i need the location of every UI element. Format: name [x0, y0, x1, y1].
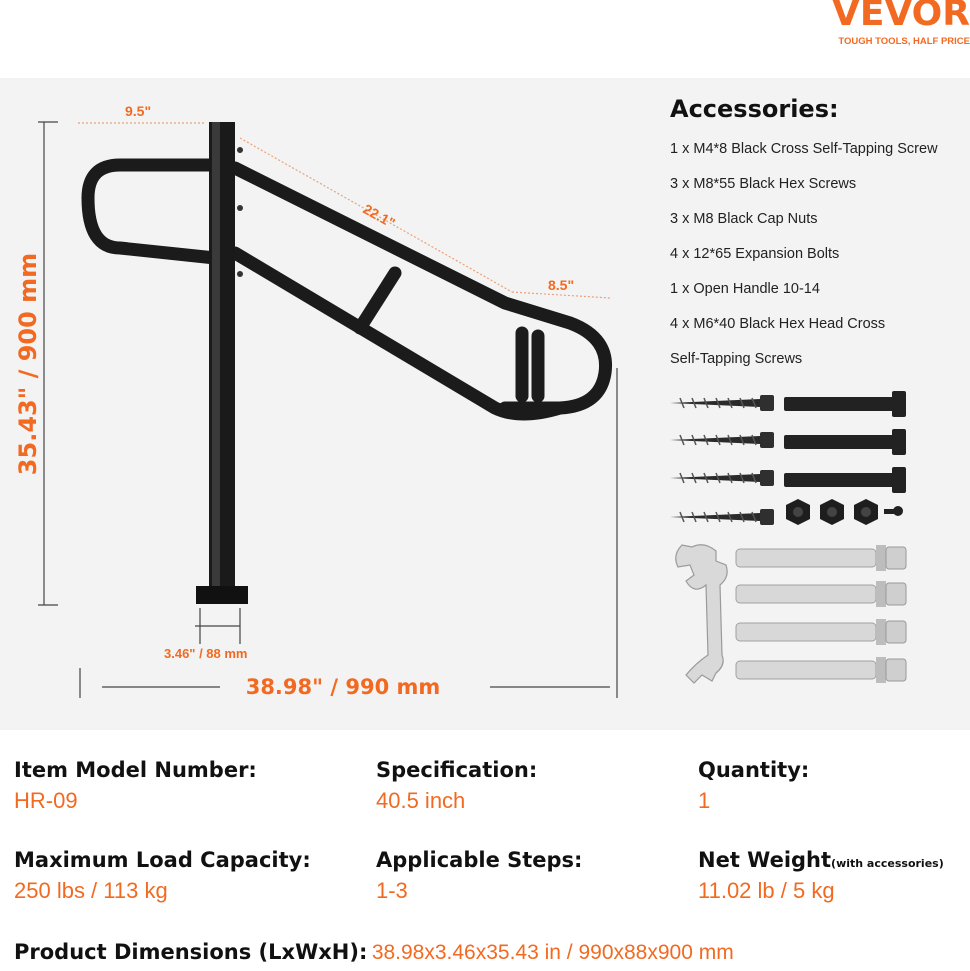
- spec-steps: Applicable Steps: 1-3: [376, 848, 582, 904]
- dim-base: 3.46" / 88 mm: [164, 646, 248, 661]
- handrail-diagram: 9.5" 22.1" 8.5" 35.43" / 900 mm 3.46" / …: [14, 103, 618, 699]
- accessories-title: Accessories:: [670, 95, 839, 123]
- spec-weight: Net Weight(with accessories) 11.02 lb / …: [698, 848, 944, 904]
- spec-value: 40.5 inch: [376, 788, 466, 813]
- spec-quantity: Quantity: 1: [698, 758, 809, 814]
- spec-specification: Specification: 40.5 inch: [376, 758, 537, 814]
- accessory-item: 4 x 12*65 Expansion Bolts: [670, 246, 840, 262]
- spec-value: 11.02 lb / 5 kg: [698, 878, 835, 903]
- accessory-item: 4 x M6*40 Black Hex Head Cross: [670, 316, 886, 332]
- accessory-item: 3 x M8*55 Black Hex Screws: [670, 176, 857, 192]
- expansion-bolt-icon: [735, 545, 907, 683]
- dim-height: 35.43" / 900 mm: [14, 253, 42, 475]
- accessory-item: 3 x M8 Black Cap Nuts: [670, 211, 818, 227]
- spec-value: HR-09: [14, 788, 78, 813]
- wrench-icon: [675, 544, 728, 684]
- brand-logo: VEVOR TOUGH TOOLS, HALF PRICE: [832, 0, 970, 48]
- accessory-item: Self-Tapping Screws: [670, 351, 803, 367]
- spec-model: Item Model Number: HR-09: [14, 758, 257, 814]
- spec-label: Item Model Number:: [14, 758, 257, 782]
- spec-label-note: (with accessories): [831, 857, 944, 870]
- dim-bottom-width: 8.5": [548, 277, 574, 293]
- accessory-item: 1 x Open Handle 10-14: [670, 281, 820, 297]
- spec-load: Maximum Load Capacity: 250 lbs / 113 kg: [14, 848, 311, 904]
- spec-label: Maximum Load Capacity:: [14, 848, 311, 872]
- accessories-list: 1 x M4*8 Black Cross Self-Tapping Screw …: [670, 140, 938, 385]
- handrail-base-plate: [196, 586, 248, 604]
- dim-length: 38.98" / 990 mm: [246, 675, 441, 699]
- dim-top-width: 9.5": [125, 103, 151, 119]
- spec-value: 38.98x3.46x35.43 in / 990x88x900 mm: [371, 941, 734, 964]
- brand-tagline: TOUGH TOOLS, HALF PRICE: [838, 36, 970, 47]
- spec-label: Quantity:: [698, 758, 810, 782]
- cap-nut-icon: [786, 499, 878, 525]
- spec-label: Specification:: [376, 758, 538, 782]
- accessories-illustration: [670, 391, 907, 684]
- spec-label-main: Net Weight: [698, 848, 832, 872]
- self-tapping-screw-icon: [670, 395, 774, 525]
- spec-label: Applicable Steps:: [376, 848, 583, 872]
- spec-product-dimensions: Product Dimensions (LxWxH): 38.98x3.46x3…: [14, 940, 734, 965]
- spec-value: 1: [698, 788, 711, 813]
- accessory-item: 1 x M4*8 Black Cross Self-Tapping Screw: [670, 141, 938, 157]
- handrail-tubes: [81, 158, 613, 421]
- spec-value: 1-3: [376, 878, 408, 903]
- spec-label: Product Dimensions (LxWxH):: [14, 940, 368, 964]
- spec-label: Net Weight(with accessories): [698, 848, 944, 872]
- brand-name: VEVOR: [831, 0, 970, 34]
- hex-bolt-icon: [784, 391, 906, 493]
- small-screw-icon: [884, 506, 903, 516]
- spec-value: 250 lbs / 113 kg: [14, 878, 168, 903]
